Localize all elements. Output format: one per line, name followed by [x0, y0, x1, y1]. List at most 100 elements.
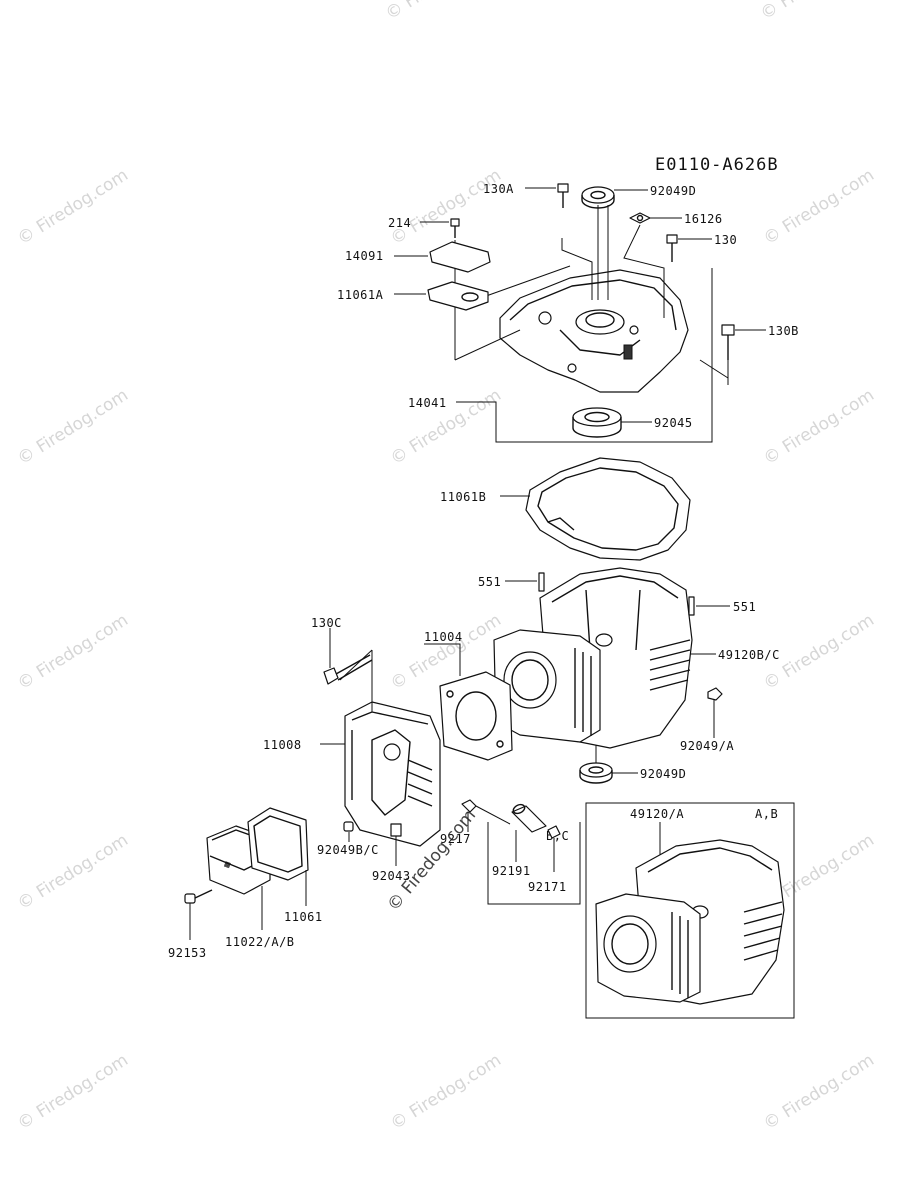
- cylinder-bore-a-inner: [611, 923, 649, 965]
- screw-head: [450, 218, 460, 227]
- oil-seal-side: [581, 195, 615, 209]
- head-fins: [407, 759, 433, 807]
- dowel-pin: [538, 572, 545, 592]
- callout-11022AB: 11022/A/B: [225, 935, 295, 949]
- callout-92049A: 92049/A: [680, 739, 734, 753]
- watermark: © Firedog.com: [387, 165, 505, 249]
- cylinder-head: [344, 701, 441, 847]
- bracket-14041: [493, 268, 713, 443]
- callout-92191: 92191: [492, 864, 531, 878]
- watermark: © Firedog.com: [14, 385, 132, 469]
- callout-16126: 16126: [684, 212, 723, 226]
- hose-clamp: [547, 825, 561, 839]
- dowel-pin: [688, 596, 695, 616]
- crankcase-boss: [595, 633, 613, 647]
- oil-seal: [581, 186, 615, 204]
- oil-seal-bore: [588, 766, 604, 774]
- watermark: © Firedog.com: [760, 385, 878, 469]
- assembly-line: [699, 359, 729, 379]
- callout-92043: 92043: [372, 869, 411, 883]
- gasket-notch: [547, 517, 575, 531]
- part-130B-group: 130B: [721, 324, 798, 360]
- cylinder-fins: [574, 648, 592, 736]
- watermark: © Firedog.com: [14, 165, 132, 249]
- callout-11008: 11008: [263, 738, 302, 752]
- bolt-head: [323, 667, 339, 685]
- seal-small: [707, 687, 723, 701]
- part-92049A-group: 92049/A: [680, 687, 734, 753]
- bolt-shank: [194, 889, 213, 899]
- part-92049D-top-group: 92049D: [581, 184, 696, 209]
- part-11008-group: 11008: [263, 649, 441, 847]
- watermark: © Firedog.com: [14, 1050, 132, 1134]
- gasket-inner-edge: [537, 467, 679, 551]
- crankcase-a-rim: [647, 847, 773, 873]
- inset-bc-bracket: [487, 822, 581, 905]
- oil-seal: [579, 762, 613, 778]
- assembly-line: [474, 265, 571, 301]
- washer: [629, 212, 651, 224]
- callout-92045: 92045: [654, 416, 693, 430]
- cylinder-fins-a: [671, 912, 689, 998]
- oil-seal-bore: [590, 190, 606, 200]
- callout-92049D-bottom: 92049D: [640, 767, 686, 781]
- cylinder-bore-inner: [511, 659, 549, 701]
- crankcase-cover-group: [454, 205, 729, 443]
- rocker-gasket: [247, 807, 309, 881]
- inset-ab-label: A,B: [755, 807, 778, 821]
- stud: [390, 823, 402, 837]
- rocker-cover-emblem: ▦: [223, 859, 232, 870]
- watermark: © Firedog.com: [387, 1050, 505, 1134]
- assembly-line: [475, 805, 511, 825]
- oil-seal: [572, 407, 622, 427]
- cover-bearing-bore: [585, 312, 615, 328]
- callout-49120A: 49120/A: [630, 807, 684, 821]
- watermark: © Firedog.com: [14, 830, 132, 914]
- leader-11004: [424, 643, 461, 676]
- part-92049D-bottom-group: 92049D: [579, 745, 686, 784]
- part-11061-group: 11061: [247, 807, 322, 924]
- assembly-line: [454, 329, 521, 361]
- watermark: © Firedog.com: [760, 1050, 878, 1134]
- oil-seal-side: [572, 417, 622, 438]
- oil-seal-side: [579, 770, 613, 784]
- inset-ab-group: A,B 49120/A: [585, 802, 795, 1019]
- crankcase-gasket: [525, 457, 691, 561]
- part-551-right-group: 551: [688, 596, 756, 616]
- part-14091-group: 14091: [345, 241, 491, 273]
- crankcase-fins-a: [743, 901, 783, 961]
- hose-end: [512, 803, 526, 815]
- callout-92171: 92171: [528, 880, 567, 894]
- breather-cover: [429, 241, 491, 273]
- cover-rim: [509, 279, 677, 331]
- part-130A-group: 130A: [483, 182, 569, 208]
- cover-tab: [623, 344, 633, 360]
- assembly-line: [561, 238, 593, 300]
- crankcase-fins: [649, 639, 691, 691]
- rocker-pivot: [383, 743, 401, 761]
- callout-92049D-top: 92049D: [650, 184, 696, 198]
- breather-hose: [511, 805, 547, 833]
- watermark: © Firedog.com: [14, 610, 132, 694]
- gasket-hole: [461, 292, 479, 302]
- part-92049BC-group: 92049B/C: [317, 821, 378, 857]
- gasket-hole: [496, 740, 504, 748]
- seal-small: [343, 821, 354, 832]
- callout-92153: 92153: [168, 946, 207, 960]
- gasket-hole: [446, 690, 454, 698]
- callout-551-left: 551: [478, 575, 501, 589]
- crankcase-inner: [585, 589, 641, 651]
- watermark: © Firedog.com: [382, 0, 500, 24]
- part-9217-group: 9217: [440, 799, 511, 846]
- part-11061A-group: 11061A: [337, 281, 489, 311]
- cover-bolt-hole: [538, 311, 552, 325]
- bolt-head: [184, 893, 196, 904]
- part-214-group: 214: [388, 216, 460, 238]
- callout-130C: 130C: [311, 616, 342, 630]
- part-130C-group: 130C: [311, 616, 373, 685]
- part-92045-group: 92045: [572, 407, 693, 438]
- oil-seal-bore: [584, 411, 610, 423]
- part-551-left-group: 551: [478, 572, 545, 592]
